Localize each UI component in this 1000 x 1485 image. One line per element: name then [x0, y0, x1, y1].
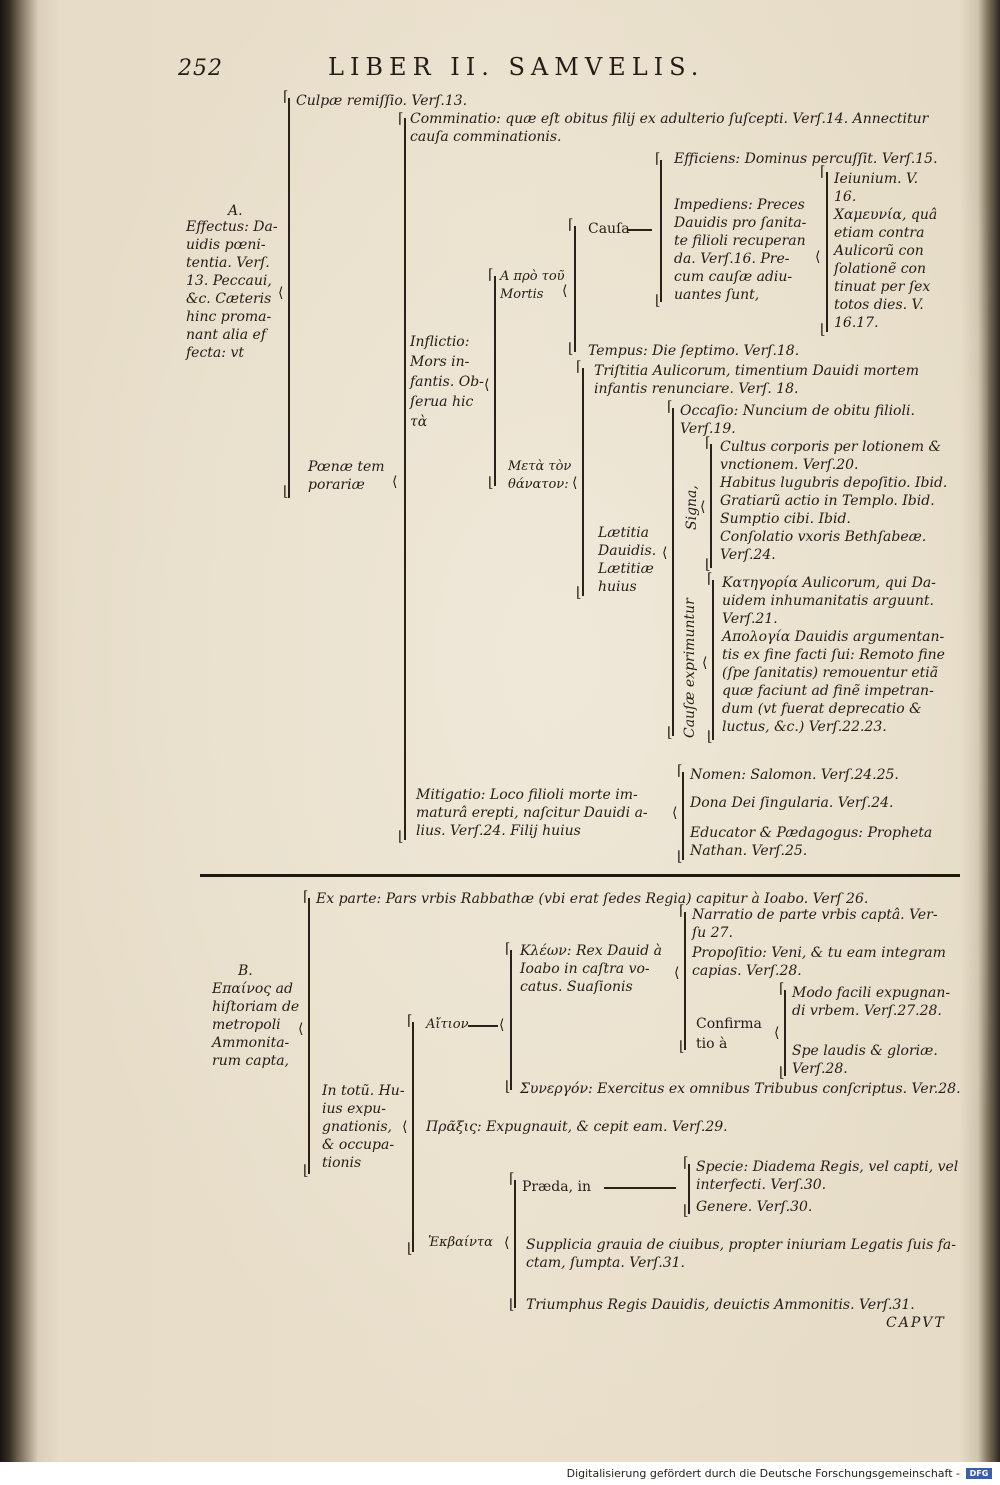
- praeda-connector: [604, 1187, 676, 1189]
- culpae-remissio: Culpæ remiſſio. Verſ.13.: [296, 93, 468, 109]
- brace-in-toto: [412, 1022, 414, 1252]
- brace-impediens: [826, 172, 828, 332]
- kleon: Κλέων: Rex Dauid à Ioabo in caſtra vo- c…: [520, 943, 662, 995]
- ante-mortem: Α πρὸ τοῦ Mortis: [500, 269, 565, 302]
- section-b-root: Επαίνος ad hiſtoriam de metropoli Ammoni…: [212, 981, 300, 1069]
- brace-poenae: [404, 118, 406, 840]
- brace-ekbainta: [514, 1180, 516, 1308]
- brace-suasio: [684, 912, 686, 1050]
- praeda-specie: Specie: Diadema Regis, vel capti, vel in…: [696, 1159, 959, 1193]
- tempus: Tempus: Die ſeptimo. Verſ.18.: [588, 343, 800, 359]
- praeda-genere: Genere. Verſ.30.: [696, 1199, 813, 1215]
- supplicia: Supplicia grauia de ciuibus, propter ini…: [526, 1237, 956, 1271]
- page-paper: [30, 0, 988, 1462]
- triumphus: Triumphus Regis Dauidis, deuictis Ammoni…: [526, 1297, 915, 1313]
- section-a-root: Effectus: Da- uidis pœni- tentia. Verſ. …: [186, 219, 278, 361]
- brace-causa: [660, 160, 662, 302]
- dfg-logo: DFG: [966, 1468, 992, 1479]
- tristitia: Triſtitia Aulicorum, timentium Dauidi mo…: [594, 363, 919, 397]
- propositio: Propoſitio: Veni, & tu eam integram capi…: [692, 945, 946, 979]
- confirmatio-spe: Spe laudis & gloriæ. Verſ.28.: [792, 1043, 938, 1077]
- ex-parte: Ex parte: Pars vrbis Rabbathæ (vbi erat …: [316, 891, 869, 907]
- in-toto: In totũ. Hu- ius expu- gnationis, & occu…: [322, 1083, 405, 1171]
- impediens: Impediens: Preces Dauidis pro ſanita- te…: [674, 197, 807, 303]
- brace-signa: [710, 444, 712, 568]
- narratio: Narratio de parte vrbis captâ. Ver- ſu 2…: [692, 907, 938, 941]
- causa-connector: [628, 229, 652, 231]
- brace-praeda: [688, 1164, 690, 1214]
- footer-text: Digitalisierung gefördert durch die Deut…: [566, 1467, 960, 1480]
- signa-label: Signa,: [684, 485, 700, 530]
- running-head: LIBER II. SAMVELIS.: [328, 53, 705, 81]
- ieiunium: Ieiunium. V. 16. Χαμευνία, quâ etiam con…: [834, 171, 938, 331]
- praxis: Πρᾶξις: Expugnauit, & cepit eam. Verſ.29…: [426, 1119, 728, 1135]
- aition: Αἴτιον: [426, 1017, 469, 1032]
- brace-pre-mortem: [574, 226, 576, 352]
- causae-list: Κατηγορία Aulicorum, qui Da- uidem inhum…: [722, 575, 945, 735]
- filii-dona: Dona Dei ſingularia. Verſ.24.: [690, 795, 894, 811]
- section-b-label: B.: [238, 963, 253, 979]
- brace-post-mortem: [582, 368, 584, 596]
- laetitia: Lætitia Dauidis. Lætitiæ huius: [598, 525, 657, 595]
- brace-confirmatio: [784, 990, 786, 1076]
- ekbainta: Ἐκβαίντα: [428, 1235, 493, 1250]
- brace-a-root: [288, 98, 290, 498]
- causa-label: Cauſa: [588, 221, 630, 237]
- page-number: 252: [178, 56, 223, 81]
- occasio: Occaſio: Nuncium de obitu filioli. Verſ.…: [680, 403, 915, 437]
- section-divider: [200, 874, 960, 877]
- signa-list: Cultus corporis per lotionem & vnctionem…: [720, 439, 948, 563]
- brace-aition: [510, 950, 512, 1090]
- post-mortem: Μετὰ τὸν θάνατον:: [508, 459, 572, 492]
- section-a-label: A.: [228, 203, 243, 219]
- inflictio: Inflictio: Mors in- fantis. Ob- ſerua hi…: [410, 334, 484, 430]
- poenae-temporariae: Pœnæ tem porariæ: [308, 459, 385, 493]
- confirmatio-modo: Modo facili expugnan- di vrbem. Verſ.27.…: [792, 985, 951, 1019]
- brace-causae: [712, 580, 714, 740]
- footer-bar: Digitalisierung gefördert durch die Deut…: [0, 1462, 1000, 1485]
- filii-educator: Educator & Pædagogus: Propheta Nathan. V…: [690, 825, 933, 859]
- praeda: Præda, in: [522, 1179, 591, 1195]
- brace-b-root: [308, 898, 310, 1174]
- filii-nomen: Nomen: Salomon. Verſ.24.25.: [690, 767, 899, 783]
- mitigatio: Mitigatio: Loco filioli morte im- maturâ…: [416, 787, 648, 839]
- brace-laetitia: [672, 408, 674, 736]
- brace-inflictio: [494, 276, 496, 486]
- causae-label: Cauſæ exprimuntur: [682, 598, 698, 738]
- comminatio: Comminatio: quæ eſt obitus filij ex adul…: [410, 111, 929, 145]
- catchword: CAPVT: [886, 1315, 946, 1331]
- aition-connector: [468, 1025, 498, 1027]
- synergon: Συνεργόν: Exercitus ex omnibus Tribubus …: [520, 1081, 961, 1097]
- efficiens: Efficiens: Dominus percuſſit. Verſ.15.: [674, 151, 938, 167]
- brace-filii: [682, 772, 684, 860]
- confirmatio: Confirma tio à: [696, 1016, 762, 1052]
